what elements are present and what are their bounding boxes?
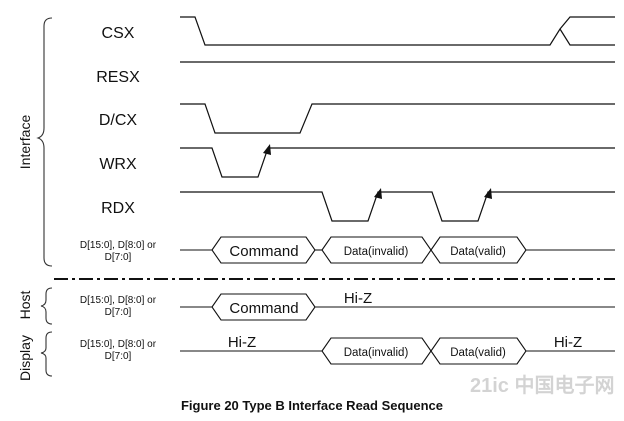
signal-label-resx: RESX bbox=[96, 69, 140, 86]
host-brace bbox=[40, 287, 53, 325]
interface-bus-command-label: Command bbox=[229, 243, 298, 260]
bus-label-host-line2: D[7:0] bbox=[105, 307, 132, 318]
bus-label-display-line1: D[15:0], D[8:0] or bbox=[80, 339, 157, 350]
signal-label-rdx: RDX bbox=[101, 200, 135, 217]
interface-brace bbox=[36, 17, 53, 267]
display-bus-data-invalid-label: Data(invalid) bbox=[344, 347, 409, 359]
group-label-display: Display bbox=[17, 335, 33, 381]
bus-label-interface-line2: D[7:0] bbox=[105, 252, 132, 263]
signal-label-dcx: D/CX bbox=[99, 112, 138, 129]
bus-label-interface-line1: D[15:0], D[8:0] or bbox=[80, 240, 157, 251]
interface-bus-data-invalid-label: Data(invalid) bbox=[344, 246, 409, 258]
display-bus-hiz-label-right: Hi-Z bbox=[554, 334, 582, 351]
signal-label-csx: CSX bbox=[102, 25, 135, 42]
dcx-waveform bbox=[180, 103, 615, 134]
watermark-logo: 21ic 中国电子网 bbox=[470, 373, 614, 397]
wrx-waveform bbox=[180, 147, 615, 178]
group-label-interface: Interface bbox=[17, 115, 33, 170]
host-bus-hiz-label: Hi-Z bbox=[344, 290, 372, 307]
interface-bus-data-valid-label: Data(valid) bbox=[450, 246, 506, 258]
rdx-rising-edge-arrow-1 bbox=[374, 188, 382, 199]
display-bus-data-valid-label: Data(valid) bbox=[450, 347, 506, 359]
bus-label-host-line1: D[15:0], D[8:0] or bbox=[80, 295, 157, 306]
rdx-waveform bbox=[180, 191, 615, 222]
wrx-rising-edge-arrow bbox=[263, 144, 271, 155]
bus-label-display-line2: D[7:0] bbox=[105, 351, 132, 362]
display-bus-hiz-label-left: Hi-Z bbox=[228, 334, 256, 351]
group-label-host: Host bbox=[17, 291, 33, 320]
host-bus-command-label: Command bbox=[229, 300, 298, 317]
display-brace bbox=[40, 331, 53, 377]
signal-label-wrx: WRX bbox=[99, 156, 137, 173]
figure-caption: Figure 20 Type B Interface Read Sequence bbox=[181, 398, 443, 413]
rdx-rising-edge-arrow-2 bbox=[484, 188, 492, 199]
csx-waveform bbox=[180, 16, 615, 46]
